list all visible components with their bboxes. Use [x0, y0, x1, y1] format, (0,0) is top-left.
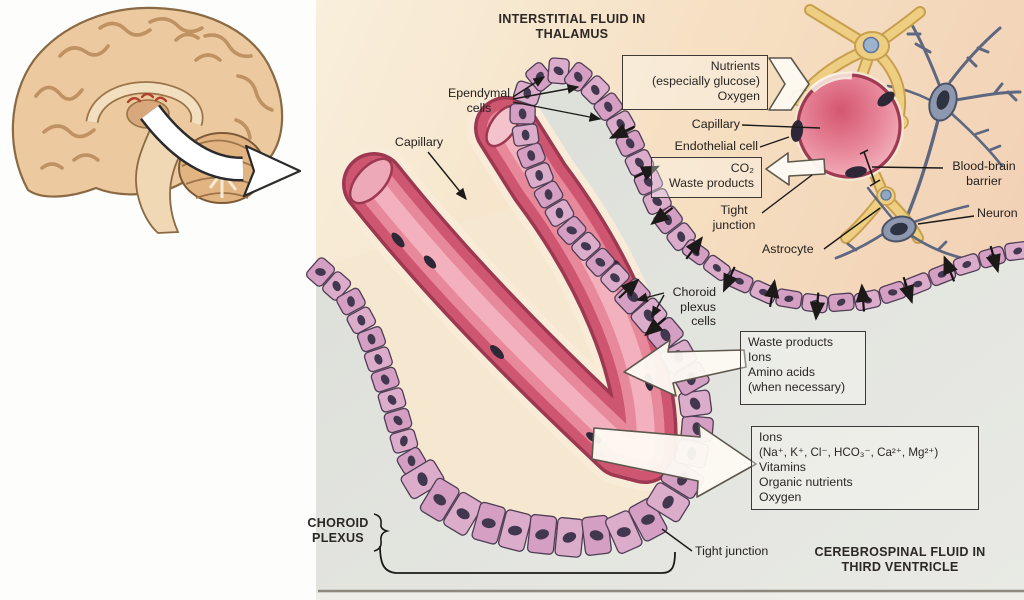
choroid-plexus-label: CHOROID PLEXUS: [307, 516, 369, 545]
ependymal-leader-2: [512, 84, 580, 100]
blood-brain-barrier-label: Blood-brain barrier: [952, 159, 1016, 188]
choroid-plexus-marks: [126, 92, 168, 104]
cross-section-endothelial-nuclei: [790, 91, 895, 178]
co2-waste-box: CO₂ Waste products: [651, 157, 762, 198]
ependymal-leader-1: [512, 76, 546, 98]
choroid-cells-leader-2: [651, 294, 665, 319]
choroid-plexus-brace: [373, 513, 390, 552]
astrocyte-leader: [823, 207, 881, 250]
nutrients-flow-arrow: [768, 57, 810, 111]
capillary-left-leader: [427, 151, 467, 201]
endothelial-leader: [759, 136, 790, 148]
neuron-leader: [917, 215, 975, 225]
astrocyte-label: Astrocyte: [762, 242, 814, 256]
tight-junction-mark: [859, 149, 881, 187]
tight-junction-lower-leader: [661, 528, 693, 552]
choroid-cells-leader-1: [635, 292, 665, 303]
nutrients-box: Nutrients (especially glucose) Oxygen: [622, 55, 768, 110]
waste-flow-arrow: [623, 339, 747, 397]
transport-arrows: [609, 123, 1001, 337]
gyri-folds: [34, 17, 274, 170]
ependymal-cells-label: Ependymal cells: [448, 86, 510, 115]
neuron-upper: [886, 16, 1022, 226]
interstitial-fluid-title: INTERSTITIAL FLUID IN THALAMUS: [498, 12, 646, 41]
tight-junction-upper-label: Tight junction: [712, 203, 756, 232]
tight-junction-upper-leader: [761, 174, 813, 214]
co2-flow-arrow: [765, 152, 826, 186]
brain-inset: [11, 6, 302, 234]
blood-brain-barrier-leader: [871, 166, 944, 169]
capillary-left-label: Capillary: [394, 135, 444, 149]
choroid-plexus-cells-label: Choroid plexus cells: [672, 285, 716, 328]
leader-lines: [373, 76, 975, 574]
astrocyte-nucleus: [862, 36, 880, 54]
capillary-right-leader: [741, 124, 821, 129]
magnify-arrow: [140, 104, 302, 198]
capillary-cut-opening-left: [348, 157, 394, 205]
cerebrospinal-fluid-title: CEREBROSPINAL FLUID IN THIRD VENTRICLE: [814, 545, 986, 574]
blood-brain-barrier-vignette: [790, 4, 1022, 260]
endothelial-cell-label: Endothelial cell: [674, 139, 758, 153]
tight-junction-lower-label: Tight junction: [695, 544, 769, 558]
ependymal-leader-3: [512, 101, 602, 122]
ions-box: Ions (Na⁺, K⁺, Cl⁻, HCO₃⁻, Ca²⁺, Mg²⁺) V…: [751, 426, 979, 510]
capillary-cut-rim: [809, 72, 853, 93]
bottom-margin: [316, 593, 1024, 600]
ions-flow-arrow: [591, 424, 757, 498]
capillary-cross-section: [790, 71, 904, 181]
capillary-right-label: Capillary: [691, 117, 740, 131]
choroid-plexus-bracket: [379, 545, 676, 574]
block-arrows: [591, 57, 826, 498]
neuron-label: Neuron: [977, 206, 1018, 220]
corpus-callosum-inner: [87, 82, 202, 126]
waste-products-box: Waste products Ions Amino acids (when ne…: [740, 331, 866, 405]
neuron-lower: [834, 186, 970, 260]
epithelial-cells: [305, 57, 1024, 558]
